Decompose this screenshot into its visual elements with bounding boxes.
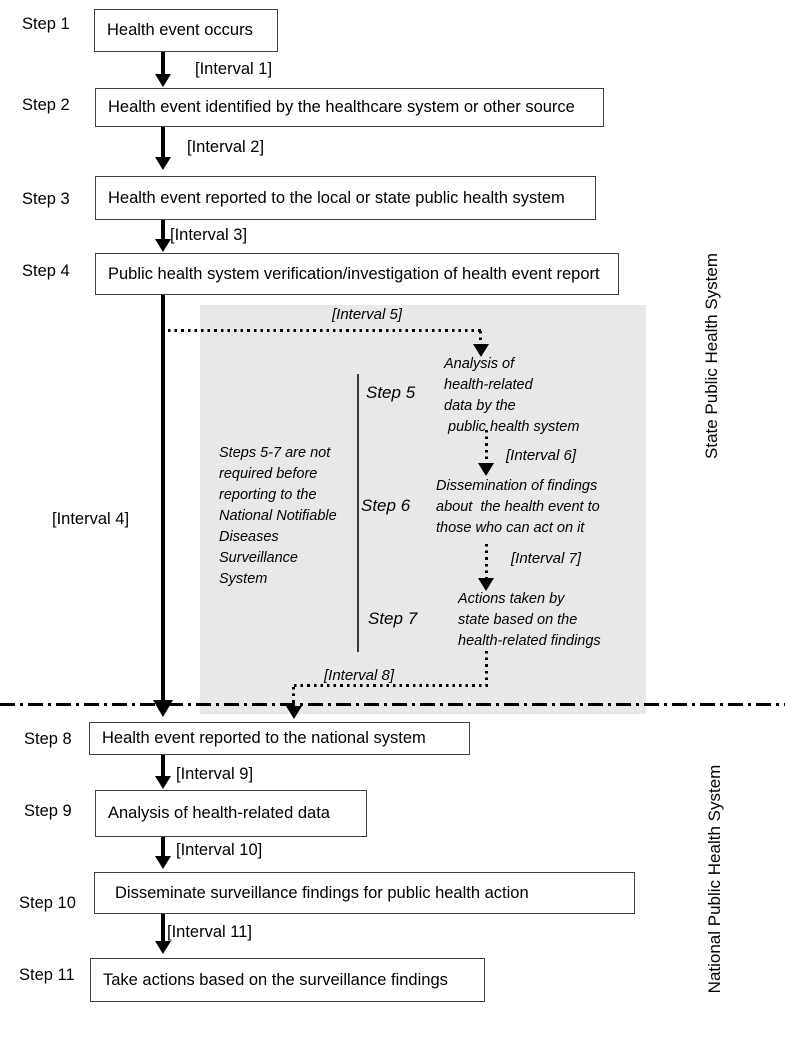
step-8-label: Step 8: [24, 730, 72, 748]
region-label-state: State Public Health System: [702, 253, 721, 459]
step-1-label: Step 1: [22, 15, 70, 33]
interval-1-arrow-line: [161, 52, 165, 76]
interval-4-arrow-head: [153, 700, 173, 717]
interval-11-arrow-head: [155, 941, 171, 954]
step-1-box: Health event occurs: [94, 9, 278, 52]
interval-6-arrow-head: [478, 463, 494, 476]
interval-5-dotted-line: [168, 329, 482, 332]
step-11-text: Take actions based on the surveillance f…: [103, 970, 448, 989]
step-9-text: Analysis of health-related data: [108, 804, 330, 822]
state-national-divider-line: [0, 703, 785, 706]
step-3-text: Health event reported to the local or st…: [108, 188, 565, 207]
step-10-box: Disseminate surveillance findings for pu…: [94, 872, 635, 914]
state-branch-panel: [200, 305, 646, 714]
step-2-box: Health event identified by the healthcar…: [95, 88, 604, 127]
step-2-text: Health event identified by the healthcar…: [108, 98, 575, 116]
step-2-label: Step 2: [22, 96, 70, 114]
interval-9-arrow-line: [161, 755, 165, 777]
interval-2-arrow-line: [161, 127, 165, 157]
interval-7-dotted-line: [485, 544, 488, 579]
interval-7-arrow-head: [478, 578, 494, 591]
interval-4-label: [Interval 4]: [52, 510, 130, 528]
step-11-label: Step 11: [19, 966, 75, 984]
step-9-label: Step 9: [24, 802, 72, 820]
step-10-text: Disseminate surveillance findings for pu…: [115, 883, 529, 902]
interval-3-arrow-line: [161, 220, 165, 239]
interval-2-arrow-head: [155, 157, 171, 170]
step-7-label: Step 7: [368, 609, 418, 628]
step-4-text: Public health system verification/invest…: [108, 264, 600, 283]
interval-6-dotted-line: [485, 430, 488, 464]
interval-10-arrow-head: [155, 856, 171, 869]
step-9-box: Analysis of health-related data: [95, 790, 367, 837]
step-7-text: Actions taken by state based on the heal…: [458, 591, 601, 650]
interval-9-arrow-head: [155, 776, 171, 789]
step-3-label: Step 3: [22, 190, 70, 208]
interval-3-label: [Interval 3]: [170, 226, 248, 244]
step-5-text: Analysis of health-related data by the p…: [444, 356, 580, 436]
interval-8-dotted-drop-left: [292, 687, 295, 706]
steps-5-7-note: Steps 5-7 are not required before report…: [219, 445, 337, 588]
interval-9-label: [Interval 9]: [176, 765, 254, 783]
interval-5-dotted-drop: [479, 331, 482, 344]
step-10-label: Step 10: [19, 894, 76, 912]
step-11-box: Take actions based on the surveillance f…: [90, 958, 485, 1002]
interval-1-label: [Interval 1]: [195, 60, 273, 78]
step-6-label: Step 6: [361, 496, 411, 515]
step-5-label: Step 5: [366, 383, 416, 402]
step-4-box: Public health system verification/invest…: [95, 253, 619, 295]
interval-1-arrow-head: [155, 74, 171, 87]
interval-8-arrow-head: [286, 706, 302, 719]
step-4-label: Step 4: [22, 262, 70, 280]
interval-3-arrow-head: [155, 239, 171, 252]
interval-11-arrow-line: [161, 914, 165, 942]
interval-11-label: [Interval 11]: [167, 923, 252, 941]
step-3-box: Health event reported to the local or st…: [95, 176, 596, 220]
interval-2-label: [Interval 2]: [187, 138, 265, 156]
interval-7-label: [Interval 7]: [511, 550, 582, 567]
interval-5-label: [Interval 5]: [332, 306, 403, 323]
interval-8-label: [Interval 8]: [324, 667, 395, 684]
interval-6-label: [Interval 6]: [506, 447, 577, 464]
interval-5-arrow-head: [473, 344, 489, 357]
step-8-text: Health event reported to the national sy…: [102, 729, 426, 747]
interval-10-arrow-line: [161, 837, 165, 857]
interval-8-dotted-line: [294, 684, 488, 687]
step-6-text: Dissemination of findings about the heal…: [436, 478, 600, 537]
step-8-box: Health event reported to the national sy…: [89, 722, 470, 755]
interval-4-arrow-line: [161, 295, 165, 701]
interval-10-label: [Interval 10]: [176, 841, 263, 859]
steps-5-7-brace-line: [357, 374, 359, 652]
interval-8-dotted-drop-right: [485, 651, 488, 685]
region-label-national: National Public Health System: [705, 764, 724, 994]
step-1-text: Health event occurs: [107, 21, 253, 39]
